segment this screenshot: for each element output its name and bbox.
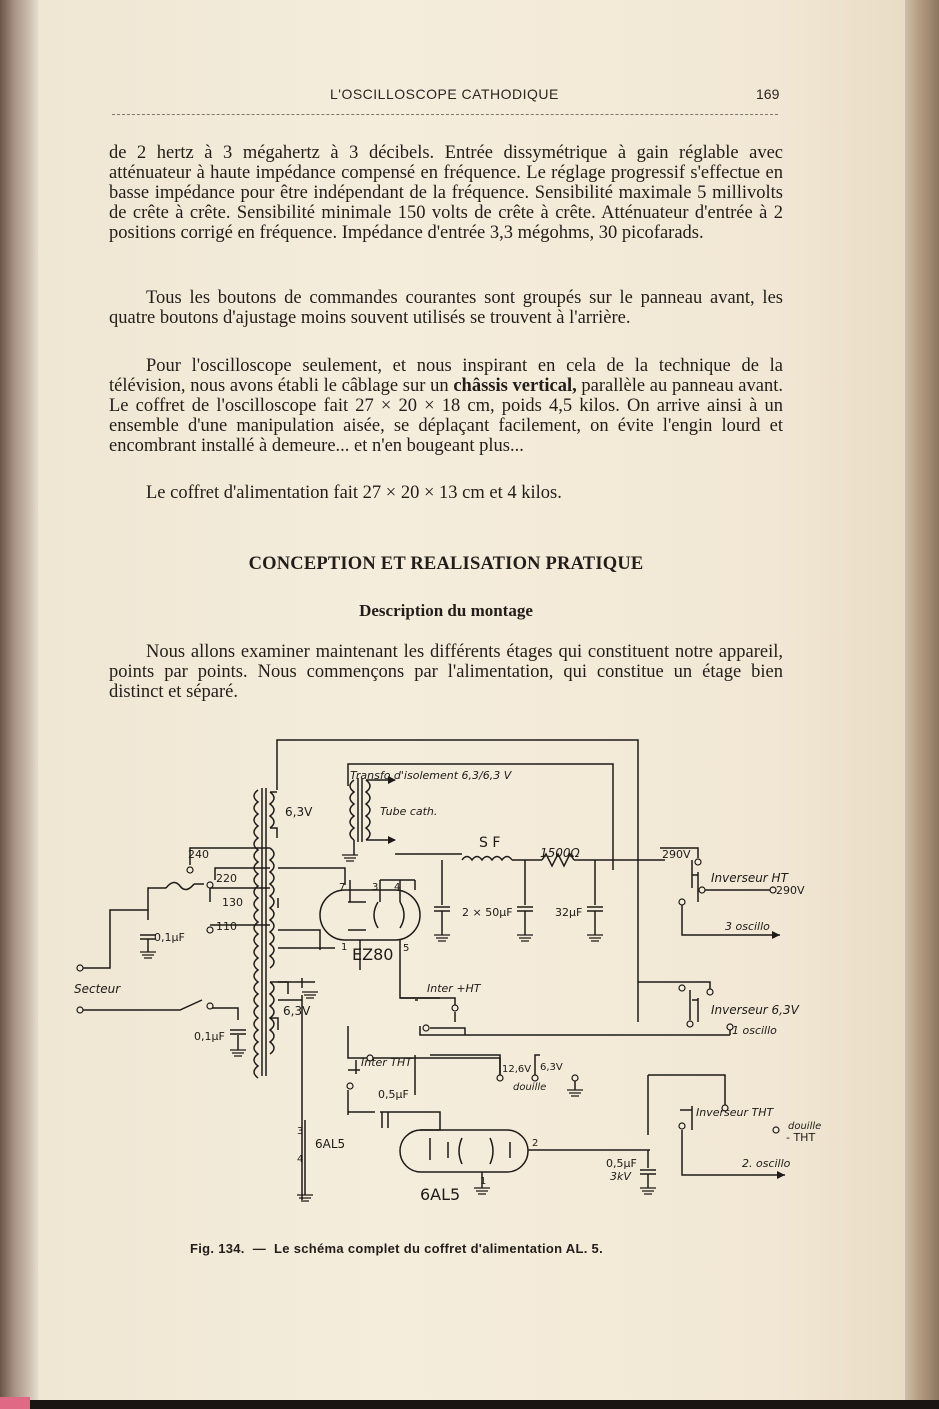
- label-05uf-3kv-a: 0,5µF: [606, 1157, 637, 1170]
- label-cap-01uf-b: 0,1µF: [194, 1030, 225, 1043]
- bookmark-tab: [0, 1397, 30, 1409]
- paragraph-chassis-text-1: Pour l'oscilloscope seulement, et nous i…: [109, 356, 783, 396]
- label-transfo-isolement: Transfo d'isolement 6,3/6,3 V: [350, 769, 513, 782]
- label-6al5: 6AL5: [420, 1185, 460, 1204]
- running-title: L'OSCILLOSCOPE CATHODIQUE: [330, 86, 559, 102]
- inverseur-tht-switch: [680, 1106, 693, 1130]
- label-3-oscillo: 3 oscillo: [725, 920, 770, 933]
- label-pin-s4: 4: [297, 1154, 303, 1165]
- label-1-oscillo: 1 oscillo: [732, 1024, 777, 1037]
- wire-top-loop: [276, 739, 639, 1022]
- paragraph-power-box: Le coffret d'alimentation fait 27 × 20 ×…: [146, 483, 562, 503]
- label-63v-c: 6,3V: [540, 1062, 563, 1073]
- wire-ht-loop: [347, 763, 614, 870]
- section-heading: CONCEPTION ET REALISATION PRATIQUE: [248, 554, 644, 574]
- label-tap-220: 220: [216, 872, 237, 885]
- paragraph-controls: Tous les boutons de commandes courantes …: [109, 288, 783, 328]
- label-pin-s3: 3: [297, 1126, 303, 1137]
- label-1500: 1500Ω: [540, 846, 581, 860]
- caption-dash: —: [252, 1241, 267, 1256]
- label-pin3: 3: [372, 882, 378, 893]
- label-pin4: 4: [394, 882, 400, 893]
- inter-tht-switch: [348, 1060, 360, 1074]
- header-rule: [112, 114, 778, 115]
- label-tap-130: 130: [222, 896, 243, 909]
- label-pin5: 5: [403, 943, 409, 954]
- book-binding: [0, 0, 38, 1409]
- paragraph-specs: de 2 hertz à 3 mégahertz à 3 décibels. E…: [109, 143, 783, 243]
- label-douille-tht-b: - THT: [786, 1131, 815, 1144]
- caption-text: Le schéma complet du coffret d'alimentat…: [274, 1241, 603, 1256]
- figure-number: Fig. 134.: [190, 1241, 245, 1256]
- chassis-vertical-emphasis: châssis vertical,: [453, 375, 577, 396]
- label-inter-tht: Inter THT: [361, 1056, 413, 1069]
- label-pin-d2: 2: [532, 1138, 538, 1149]
- secondary-63-top: [268, 791, 275, 829]
- iso-transformer-left-coil: [349, 779, 356, 841]
- label-secteur: Secteur: [74, 982, 121, 996]
- secondary-ht: [268, 847, 275, 969]
- label-inverseur-63: Inverseur 6,3V: [711, 1003, 800, 1017]
- label-63v-top: 6,3V: [285, 805, 313, 819]
- paragraph-intro: Nous allons examiner maintenant les diff…: [109, 642, 783, 702]
- label-32uf: 32µF: [555, 906, 582, 919]
- page-edge: [905, 0, 939, 1409]
- secteur-wire-bottom: [80, 999, 203, 1011]
- label-inverseur-ht: Inverseur HT: [711, 871, 790, 885]
- label-douille: douille: [513, 1082, 546, 1093]
- label-pin1: 1: [341, 942, 347, 953]
- mains-transformer-primary: [253, 789, 260, 1079]
- label-290v: 290V: [662, 848, 691, 861]
- label-2-oscillo: 2. oscillo: [742, 1157, 791, 1170]
- label-6al5-small: 6AL5: [315, 1137, 345, 1151]
- inverseur-ht-switch: [692, 872, 699, 902]
- iso-transformer-right-coil: [364, 779, 371, 841]
- label-ez80: EZ80: [352, 945, 393, 964]
- figure-caption: Fig. 134. — Le schéma complet du coffret d…: [190, 1241, 611, 1256]
- label-tap-240: 240: [188, 848, 209, 861]
- secteur-wire-top: [80, 887, 166, 969]
- label-pin7: 7: [339, 882, 345, 893]
- label-cap-01uf-a: 0,1µF: [154, 931, 185, 944]
- label-inverseur-tht: Inverseur THT: [696, 1106, 774, 1119]
- label-tap-110: 110: [216, 920, 237, 933]
- inverseur-63-switch: [692, 998, 699, 1022]
- label-2x50uf: 2 × 50µF: [462, 906, 513, 919]
- label-05uf: 0,5µF: [378, 1088, 409, 1101]
- subsection-heading: Description du montage: [359, 601, 533, 620]
- 6al5-envelope: [399, 1129, 529, 1173]
- resistor-1500: [541, 852, 575, 868]
- page-number: 169: [756, 86, 780, 102]
- ez80-envelope: [319, 889, 421, 941]
- paragraph-chassis-text-2: parallèle au panneau avant. Le coffret d…: [109, 375, 783, 456]
- label-pin-d1: 1: [480, 1176, 486, 1187]
- label-05uf-3kv-b: 3kV: [610, 1170, 632, 1183]
- filter-choke: [461, 855, 513, 862]
- power-supply-schematic: Transfo d'isolement 6,3/6,3 V 6,3V Tube …: [74, 739, 821, 1204]
- label-63v-bottom: 6,3V: [283, 1004, 311, 1018]
- fuse: [165, 881, 195, 891]
- label-douille-tht-a: douille: [788, 1121, 821, 1132]
- label-o290v: 290V: [776, 884, 805, 897]
- label-126v: 12,6V: [502, 1064, 531, 1075]
- book-page: [38, 0, 908, 1400]
- label-tube-cath: Tube cath.: [380, 805, 437, 818]
- bottom-shadow: [0, 1400, 939, 1409]
- paragraph-chassis: Pour l'oscilloscope seulement, et nous i…: [109, 356, 783, 457]
- label-sf: S F: [479, 835, 500, 851]
- label-inter-ht: Inter +HT: [427, 982, 482, 995]
